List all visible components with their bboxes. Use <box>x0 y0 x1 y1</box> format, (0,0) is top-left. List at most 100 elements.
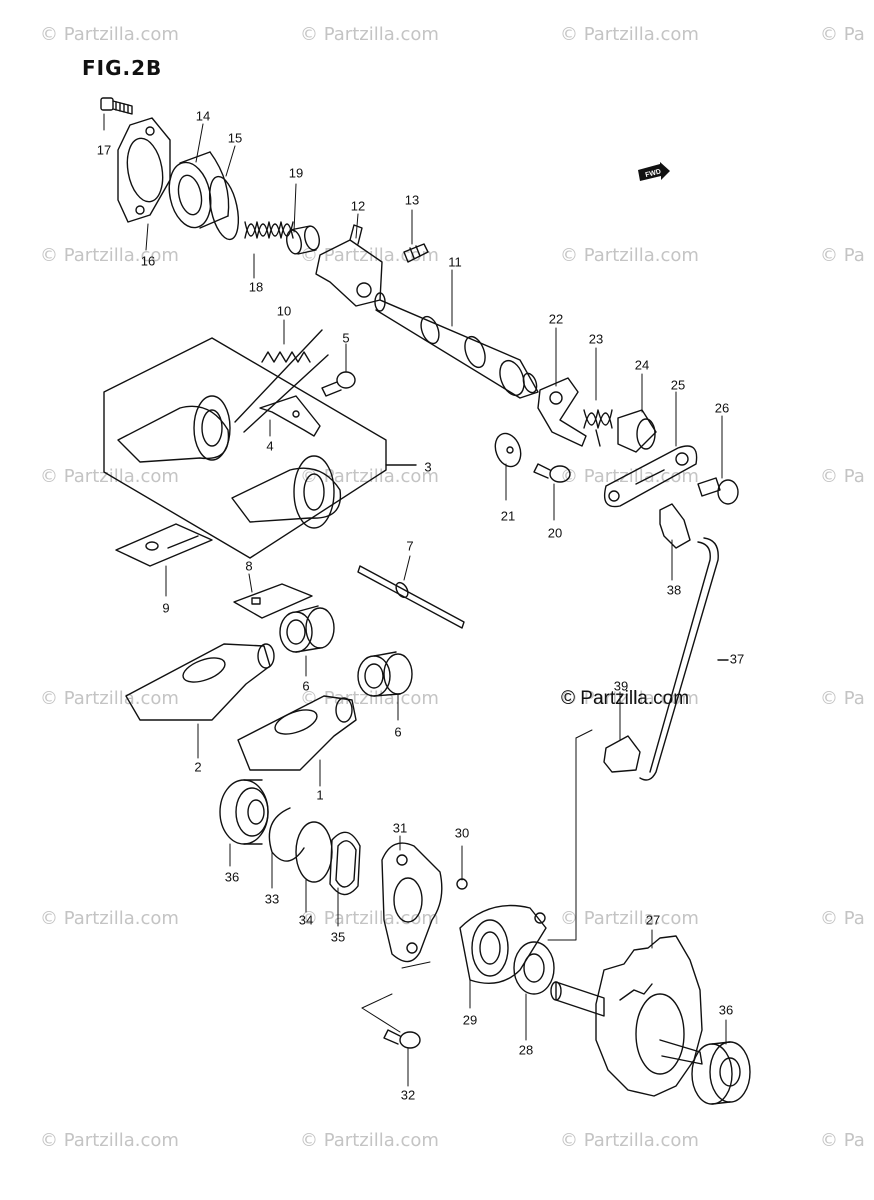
watermark-text: © Partzilla.com <box>40 1130 179 1151</box>
part-20-screw <box>533 463 571 483</box>
copyright-notice: © Partzilla.com <box>561 688 690 709</box>
callout-34: 34 <box>298 912 314 928</box>
watermark-text: © Partzilla.com <box>40 466 179 487</box>
callout-39: 39 <box>613 678 629 694</box>
callout-12: 12 <box>350 198 366 214</box>
part-31-cover <box>381 842 443 963</box>
watermark-text-edge: © Pa <box>820 245 865 266</box>
callout-7: 7 <box>406 538 414 554</box>
callout-5: 5 <box>342 330 350 346</box>
callout-36a: 36 <box>224 869 240 885</box>
part-37-rod <box>639 537 729 781</box>
part-39-clip <box>603 735 641 773</box>
part-19-collar <box>286 225 320 255</box>
part-8-seal <box>233 583 313 619</box>
callout-14: 14 <box>195 108 211 124</box>
callout-4: 4 <box>266 438 274 454</box>
leader-lines <box>103 113 727 1087</box>
watermark-text-edge: © Pa <box>820 688 865 709</box>
part-28-bearing <box>513 941 555 995</box>
part-27-gear-shaft <box>550 935 703 1097</box>
part-2-valve <box>125 643 275 721</box>
part-25-link-plate <box>603 445 698 508</box>
part-32-screw <box>383 1029 421 1049</box>
callout-17: 17 <box>96 142 112 158</box>
callout-16: 16 <box>140 253 156 269</box>
callout-20: 20 <box>547 525 563 541</box>
callout-36b: 36 <box>718 1002 734 1018</box>
callout-1: 1 <box>316 787 324 803</box>
callout-6a: 6 <box>302 678 310 694</box>
callout-25: 25 <box>670 377 686 393</box>
watermark-text: © Partzilla.com <box>300 466 439 487</box>
part-15-o-ring <box>208 175 240 241</box>
part-38-clip <box>659 503 691 549</box>
callout-18: 18 <box>248 279 264 295</box>
part-36-bearing-right <box>691 1041 751 1105</box>
callout-30: 30 <box>454 825 470 841</box>
part-1-valve <box>237 695 357 771</box>
part-6-bushing-upper <box>279 605 335 653</box>
watermark-text: © Partzilla.com <box>300 908 439 929</box>
callout-15: 15 <box>227 130 243 146</box>
callout-24: 24 <box>634 357 650 373</box>
watermark-text: © Partzilla.com <box>560 908 699 929</box>
part-36-bearing-left <box>219 779 269 845</box>
callout-10: 10 <box>276 303 292 319</box>
callout-38: 38 <box>666 582 682 598</box>
callout-21: 21 <box>500 508 516 524</box>
watermark-text-edge: © Pa <box>820 1130 865 1151</box>
callout-31: 31 <box>392 820 408 836</box>
part-12-lever <box>315 224 383 307</box>
part-29-drive-gear <box>459 904 547 984</box>
watermark-text-edge: © Pa <box>820 24 865 45</box>
callout-28: 28 <box>518 1042 534 1058</box>
part-17-bolt <box>100 97 133 115</box>
watermark-text-edge: © Pa <box>820 466 865 487</box>
part-13-screw <box>403 243 429 263</box>
part-24-collar <box>617 409 657 453</box>
watermark-text: © Partzilla.com <box>300 24 439 45</box>
callout-32: 32 <box>400 1087 416 1103</box>
part-7-pin <box>357 565 465 629</box>
callout-19: 19 <box>288 165 304 181</box>
watermark-text: © Partzilla.com <box>300 688 439 709</box>
watermark-text: © Partzilla.com <box>560 688 699 709</box>
part-6-bushing-lower <box>357 651 413 697</box>
watermark-text: © Partzilla.com <box>40 908 179 929</box>
watermark-text: © Partzilla.com <box>300 1130 439 1151</box>
callout-3: 3 <box>424 459 432 475</box>
part-14-housing <box>168 151 230 229</box>
part-23-spring <box>583 409 613 447</box>
callout-2: 2 <box>194 759 202 775</box>
part-3-valve-assembly <box>103 329 417 559</box>
watermark-text: © Partzilla.com <box>560 24 699 45</box>
callout-6b: 6 <box>394 724 402 740</box>
part-35-gasket <box>329 831 361 896</box>
part-9-seal <box>115 523 213 567</box>
callout-22: 22 <box>548 311 564 327</box>
part-10-spring <box>261 351 311 363</box>
part-22-bracket <box>537 377 587 447</box>
callout-37: 37 <box>729 651 745 667</box>
callout-26: 26 <box>714 400 730 416</box>
part-5-bolt <box>321 371 356 397</box>
callout-23: 23 <box>588 331 604 347</box>
watermark-text: © Partzilla.com <box>300 245 439 266</box>
forward-arrow-icon: FWD <box>638 162 670 181</box>
part-16-flange <box>117 117 171 223</box>
watermark-text-edge: © Pa <box>820 908 865 929</box>
watermark-text: © Partzilla.com <box>40 24 179 45</box>
callout-33: 33 <box>264 891 280 907</box>
callout-11: 11 <box>448 254 462 270</box>
callout-27: 27 <box>645 912 661 928</box>
part-26-bolt <box>697 477 739 505</box>
callout-29: 29 <box>462 1012 478 1028</box>
callout-13: 13 <box>404 192 420 208</box>
part-11-shaft <box>374 292 539 399</box>
callout-8: 8 <box>245 558 253 574</box>
watermark-text: © Partzilla.com <box>560 1130 699 1151</box>
callout-35: 35 <box>330 929 346 945</box>
